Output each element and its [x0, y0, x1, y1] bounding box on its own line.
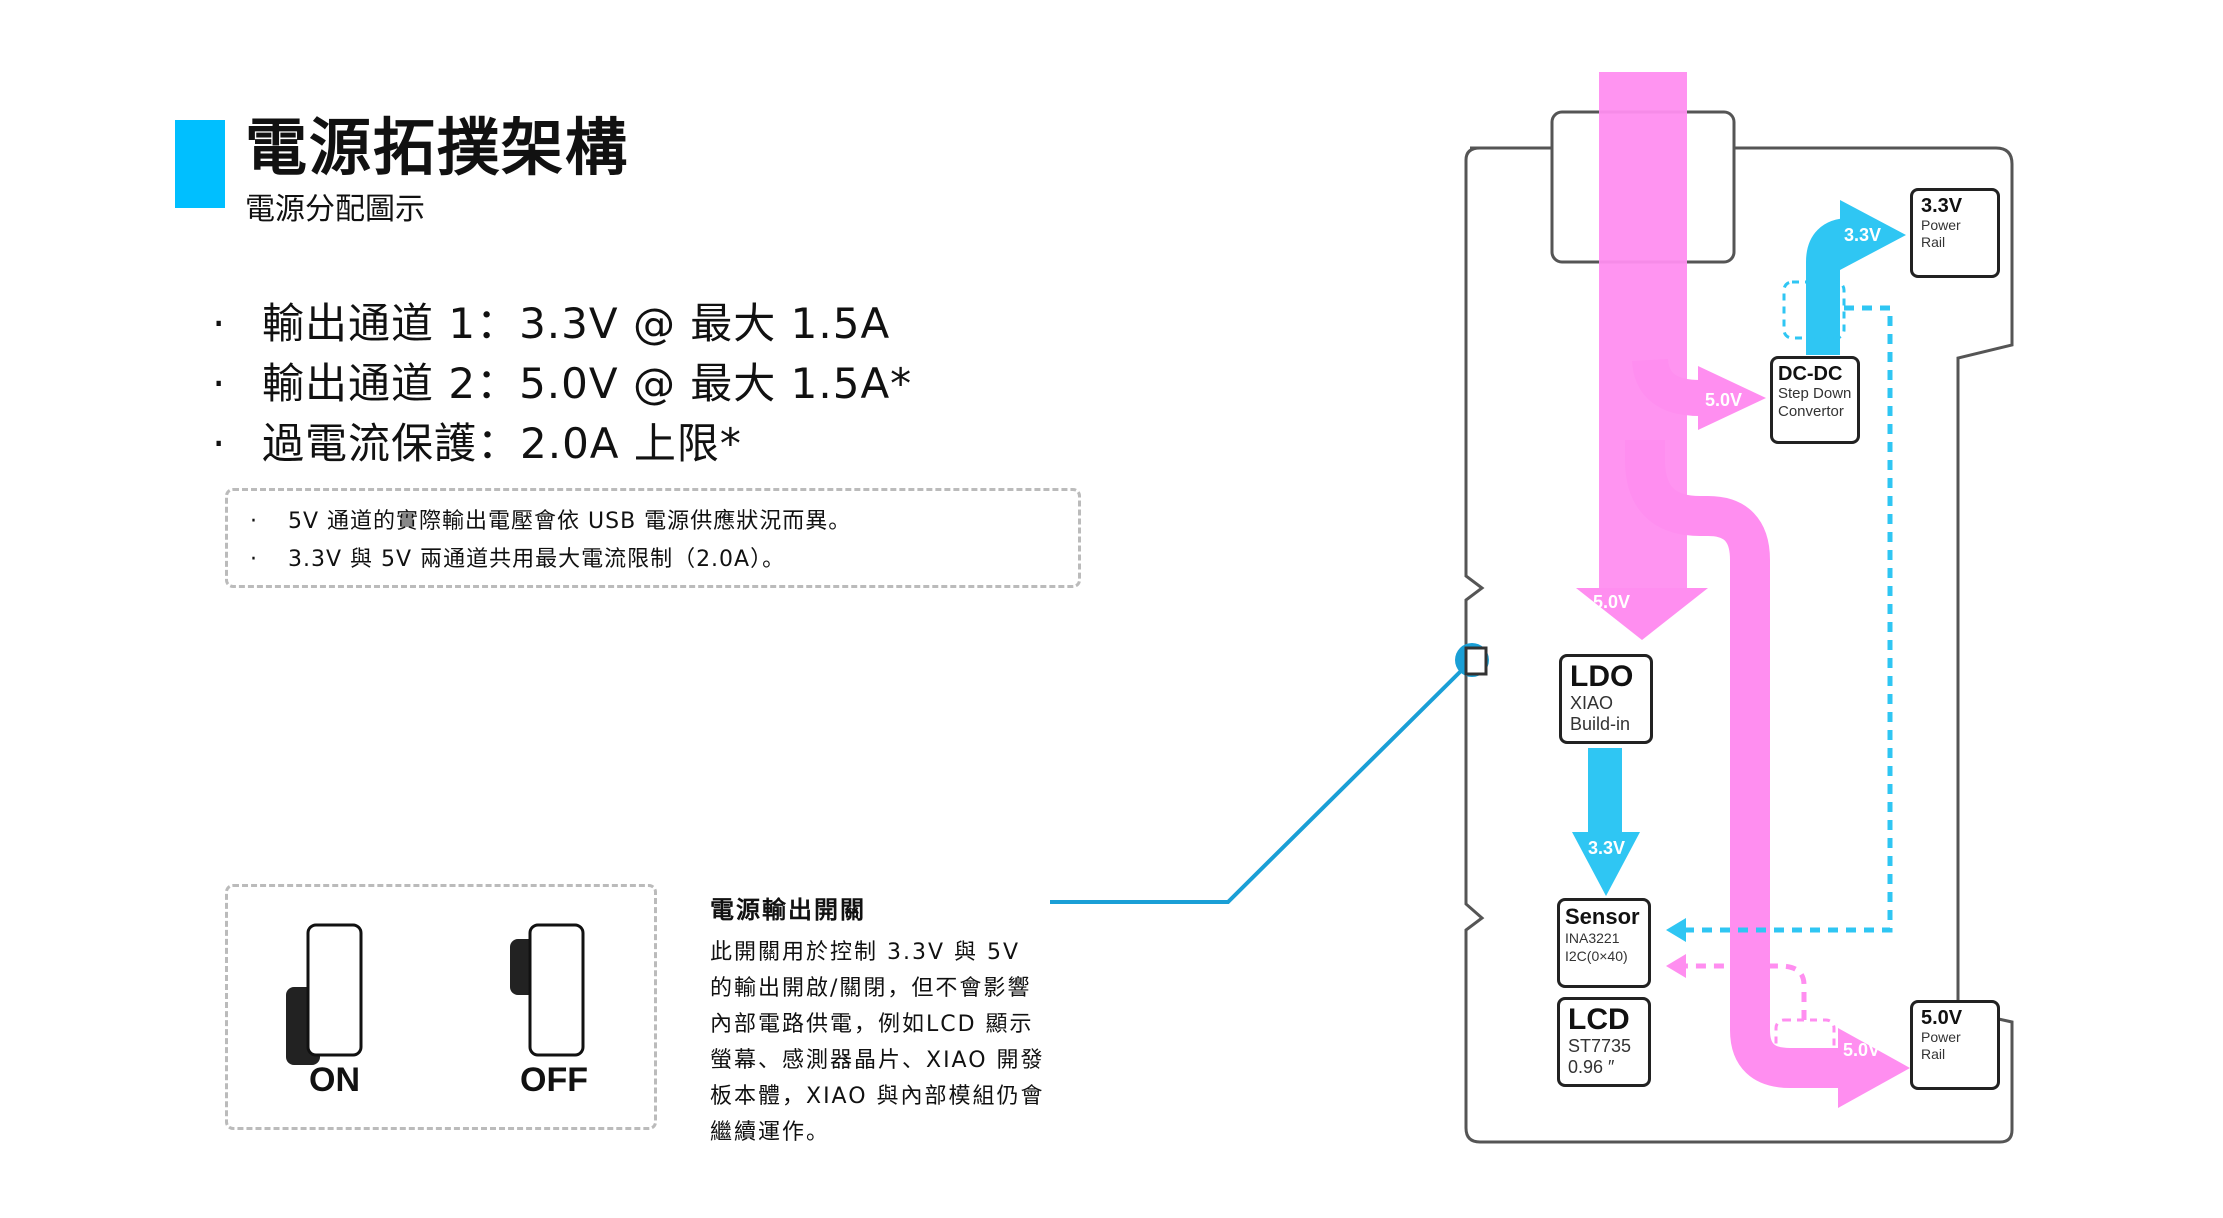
ldo-box: LDO XIAO Build-in [1559, 654, 1653, 744]
dcdc-box: DC-DC Step Down Convertor [1770, 356, 1860, 444]
sensor-box: Sensor INA3221 I2C(0×40) [1557, 898, 1651, 988]
sense-arrow-3v3 [1666, 918, 1686, 942]
spec-item: 過電流保護：2.0A 上限* [212, 414, 912, 474]
sensor-line2: I2C(0×40) [1565, 948, 1628, 964]
rail-5v-line2: Rail [1921, 1046, 1946, 1062]
ldo-output-flow [1588, 748, 1622, 834]
rail-5v-line1: Power [1921, 1029, 1961, 1045]
dcdc-input-arrow [1698, 366, 1766, 430]
rail-3v3-box: 3.3V Power Rail [1910, 188, 2000, 278]
sensor-title: Sensor [1565, 904, 1640, 929]
sense-point-3v3 [1782, 280, 1846, 340]
lcd-line1: ST7735 [1568, 1036, 1632, 1056]
flow-label-ldo-output: 3.3V [1588, 838, 1626, 858]
lcd-line2: 0.96 ″ [1568, 1057, 1615, 1077]
switch-callout-line [1050, 658, 1474, 904]
rail-3v3-title: 3.3V [1921, 195, 1963, 217]
rail-3v3-line2: Rail [1921, 234, 1946, 250]
branch-5v-rail-flow [1625, 440, 1845, 1088]
page-subtitle: 電源分配圖示 [245, 192, 425, 227]
rail-5v-input-arrow [1838, 1028, 1910, 1108]
rail-3v3-line1: Power [1921, 217, 1961, 233]
rail-3v3-input-arrow [1840, 200, 1906, 270]
switch-off-label: OFF [520, 1061, 588, 1099]
title-accent-bar [175, 120, 225, 208]
switch-on-icon [286, 923, 363, 1065]
switch-description: 此開關用於控制 3.3V 與 5V 的輸出開啟/關閉，但不會影響內部電路供電，例… [710, 940, 1045, 1145]
note-item: 3.3V 與 5V 兩通道共用最大電流限制（2.0A）。 [250, 541, 1078, 579]
power-switch [1464, 646, 1488, 676]
switch-heading: 電源輸出開關 [710, 896, 866, 924]
ldo-input-arrow [1576, 588, 1708, 640]
sense-line-3v3 [1684, 305, 1893, 933]
dcdc-line1: Step Down [1778, 385, 1852, 402]
sensor-input-arrow [1572, 832, 1640, 896]
lcd-box: LCD ST7735 0.96 ″ [1557, 997, 1651, 1087]
spec-list: 輸出通道 1：3.3V @ 最大 1.5A 輸出通道 2：5.0V @ 最大 1… [212, 294, 912, 474]
spec-item: 輸出通道 1：3.3V @ 最大 1.5A [212, 294, 912, 354]
page-title: 電源拓撲架構 [245, 111, 630, 184]
rail-5v-title: 5.0V [1921, 1007, 1963, 1029]
flow-label-ldo-input: 5.0V [1593, 592, 1631, 612]
notes-box: 5V 通道的實際輸出電壓會依 USB 電源供應狀況而異。 3.3V 與 5V 兩… [225, 488, 1081, 588]
switch-illustration-box: ON OFF [225, 884, 657, 1130]
ldo-line2: Build-in [1570, 714, 1631, 734]
spec-item: 輸出通道 2：5.0V @ 最大 1.5A* [212, 354, 912, 414]
ldo-title: LDO [1570, 660, 1634, 693]
flow-label-dcdc-input: 5.0V [1705, 390, 1743, 410]
flow-label-dcdc-output: 3.3V [1844, 225, 1882, 245]
switch-on-label: ON [309, 1061, 360, 1099]
flow-label-rail-5v-input: 5.0V [1843, 1040, 1881, 1060]
dcdc-line2: Convertor [1778, 403, 1844, 420]
lcd-title: LCD [1568, 1003, 1630, 1036]
sense-arrow-5v [1666, 954, 1686, 978]
sensor-line1: INA3221 [1565, 930, 1620, 946]
rail-5v-box: 5.0V Power Rail [1910, 1000, 2000, 1090]
ldo-line1: XIAO [1570, 693, 1614, 713]
switch-illustrations [286, 923, 585, 1065]
dcdc-title: DC-DC [1778, 363, 1843, 385]
notes-list: 5V 通道的實際輸出電壓會依 USB 電源供應狀況而異。 3.3V 與 5V 兩… [228, 491, 1078, 579]
switch-off-icon [510, 923, 585, 1057]
note-item: 5V 通道的實際輸出電壓會依 USB 電源供應狀況而異。 [250, 503, 1078, 541]
device-outline [1464, 146, 2014, 1144]
